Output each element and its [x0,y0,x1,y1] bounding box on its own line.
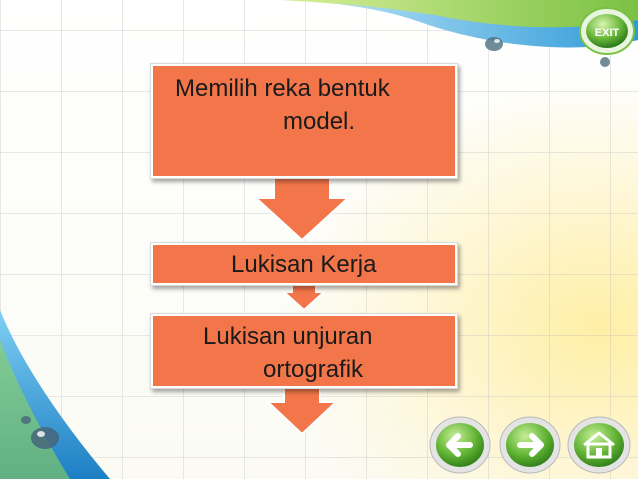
flow-step-3: Lukisan unjuran ortografik [150,313,458,389]
top-wave-decoration [280,0,638,67]
home-icon [567,416,631,474]
exit-icon: EXIT [579,7,635,55]
exit-label: EXIT [595,27,620,39]
arrow-right-icon [499,416,561,474]
flow-step-1-line1: Memilih reka bentuk [175,75,390,102]
down-arrow-3 [266,385,338,436]
flow-step-3-line2: ortografik [263,356,364,383]
flow-step-2: Lukisan Kerja [150,242,458,286]
flow-step-3-line1: Lukisan unjuran [203,323,373,350]
arrow-left-icon [429,416,491,474]
flow-step-1-line2: model. [283,108,356,135]
flow-step-2-line1: Lukisan Kerja [231,251,377,278]
back-button[interactable] [428,414,492,476]
flow-step-1: Memilih reka bentuk model. [150,63,458,179]
bottom-left-decoration [0,310,110,479]
down-arrow-1 [253,177,351,242]
home-button[interactable] [566,414,632,476]
exit-button[interactable]: EXIT [578,4,636,56]
next-button[interactable] [498,414,562,476]
